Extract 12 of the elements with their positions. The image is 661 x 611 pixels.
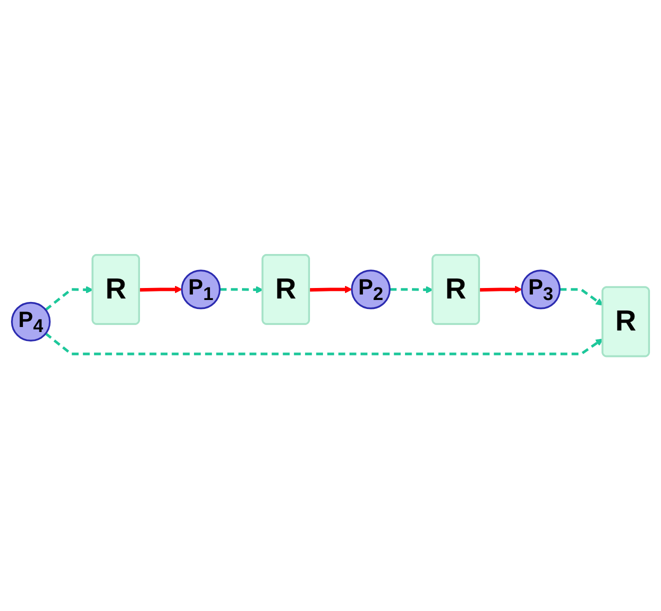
node-circle: P$_{4}$ — [11, 302, 51, 342]
arrow — [220, 286, 264, 294]
arrow — [140, 286, 182, 294]
arrow — [310, 286, 352, 294]
arrow — [480, 286, 522, 294]
node-circle: P$_{2}$ — [351, 270, 391, 310]
arrow — [390, 286, 434, 294]
arrow — [44, 332, 604, 356]
arrow — [44, 286, 94, 311]
node-circle: P$_{1}$ — [181, 270, 221, 310]
node-circle: P$_{3}$ — [520, 270, 561, 310]
arrow — [560, 288, 604, 306]
